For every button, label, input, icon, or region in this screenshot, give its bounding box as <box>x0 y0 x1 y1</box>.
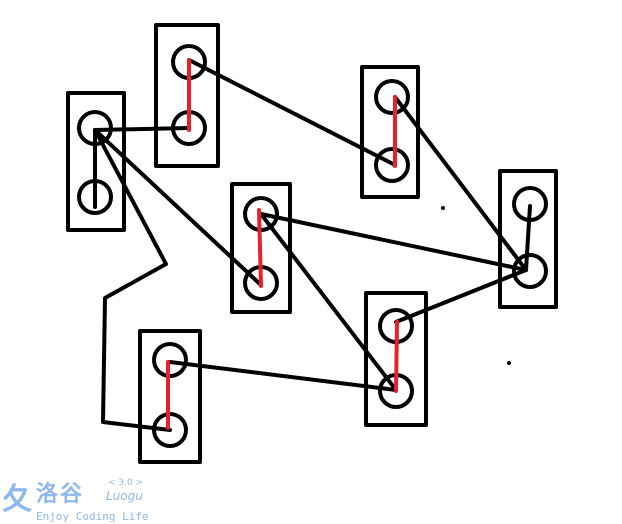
box-2 <box>154 23 220 168</box>
red-edge <box>257 208 263 288</box>
box-6 <box>364 291 428 427</box>
dot <box>441 206 445 210</box>
box-1 <box>66 91 126 232</box>
box-3 <box>360 65 420 199</box>
box-7 <box>138 329 202 464</box>
node <box>374 147 410 183</box>
edge <box>259 212 398 392</box>
edge <box>393 95 528 272</box>
watermark-logo-en: Luogu <box>106 489 143 503</box>
edge <box>259 212 528 272</box>
dot <box>507 361 511 365</box>
node <box>374 79 410 115</box>
watermark-logo-cn: 洛谷 <box>36 482 85 507</box>
box-5 <box>498 169 558 309</box>
watermark-version: < 3.0 > <box>108 478 144 488</box>
node <box>512 253 548 289</box>
nodes <box>77 44 548 448</box>
edge <box>524 204 532 272</box>
edge <box>394 268 528 324</box>
edge <box>187 58 397 167</box>
boxes <box>66 23 558 464</box>
red-edge <box>394 320 399 393</box>
edge <box>93 128 263 287</box>
watermark-slogan: Enjoy Coding Life <box>36 510 149 523</box>
edges <box>93 58 532 432</box>
box-4 <box>230 182 292 314</box>
luogu-logo-icon: ⼡ <box>2 482 32 517</box>
edge <box>93 126 191 132</box>
red-edges <box>166 58 399 430</box>
edge <box>168 360 398 392</box>
edge-path <box>93 128 172 432</box>
